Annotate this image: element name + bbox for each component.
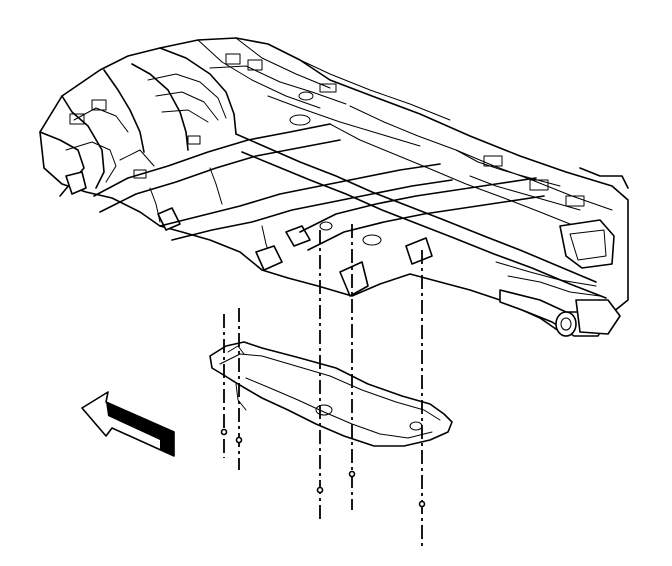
forward-direction-arrow [81, 391, 175, 457]
fastener-lines [220, 224, 426, 546]
underbody-floor-pan [39, 37, 629, 337]
splash-shield [209, 341, 453, 447]
